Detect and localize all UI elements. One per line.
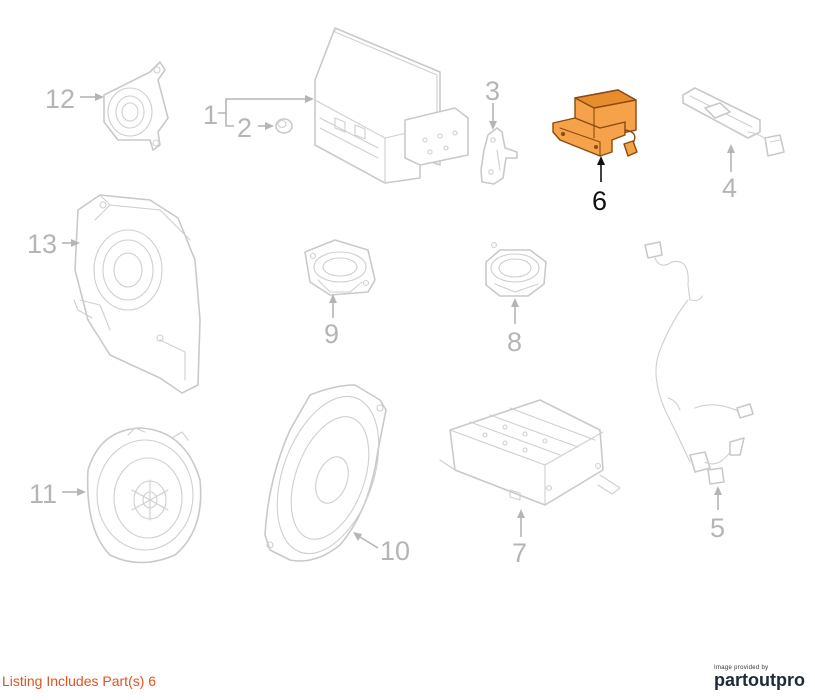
callout-7: 7 <box>512 538 527 568</box>
callout-1: 1 <box>203 100 218 130</box>
part-2-knob <box>275 118 293 134</box>
part-7-amplifier <box>439 399 621 506</box>
part-13-subwoofer <box>73 194 201 394</box>
part-4-bracket <box>682 87 785 157</box>
image-credit: Image provided by partoutpro <box>714 665 805 689</box>
callout-labels: 12 1 2 3 6 4 13 9 8 11 10 7 5 <box>27 76 737 568</box>
callout-6: 6 <box>592 186 607 216</box>
part-9-speaker <box>304 239 376 296</box>
part-8-speaker <box>485 241 547 297</box>
callout-2: 2 <box>237 113 252 143</box>
part-6-module-highlighted <box>552 89 638 157</box>
part-3-bracket <box>480 127 518 185</box>
leader-lines <box>62 93 735 549</box>
listing-includes-text: Listing Includes Part(s) 6 <box>2 673 157 689</box>
callout-10: 10 <box>380 536 410 566</box>
part-5-wire-harness <box>644 241 754 485</box>
callout-13: 13 <box>27 229 57 259</box>
partoutpro-logo: partoutpro <box>714 670 805 690</box>
callout-3: 3 <box>485 76 500 106</box>
part-10-speaker <box>264 384 387 562</box>
callout-5: 5 <box>710 513 725 543</box>
callout-4: 4 <box>722 173 737 203</box>
callout-9: 9 <box>324 319 339 349</box>
credit-caption: Image provided by <box>714 665 769 671</box>
part-1-head-unit <box>314 27 469 184</box>
part-11-speaker <box>86 427 202 564</box>
callout-8: 8 <box>507 327 522 357</box>
callout-11: 11 <box>29 479 57 509</box>
callout-12: 12 <box>45 84 75 114</box>
part-12-tweeter <box>103 61 169 151</box>
